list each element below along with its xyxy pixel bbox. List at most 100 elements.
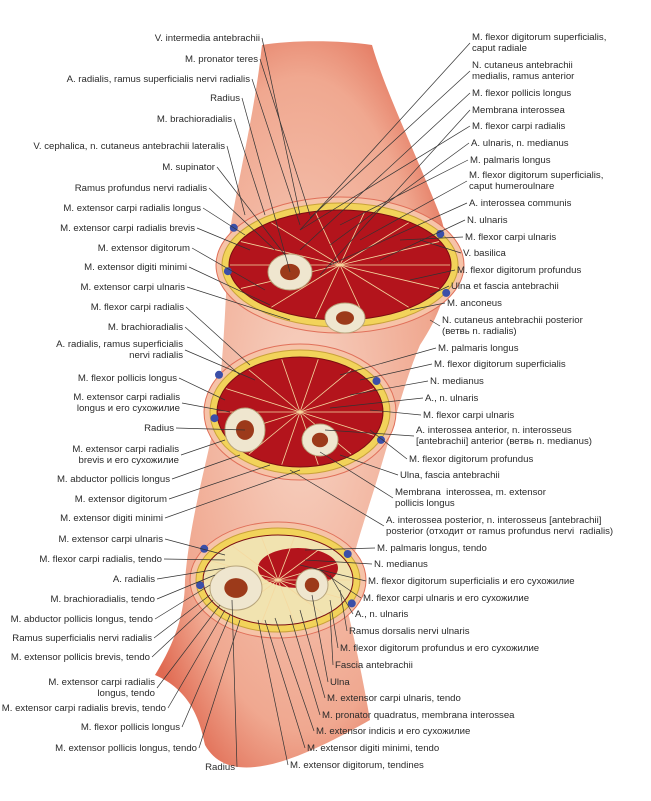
leader-line (409, 302, 446, 311)
right-label: M. flexor digitorum superficialis и его … (368, 575, 575, 587)
leader-line (164, 469, 301, 519)
leader-line (156, 567, 226, 580)
leader-line (429, 285, 450, 296)
left-label: M. flexor carpi radialis (90, 301, 184, 313)
leader-line (299, 609, 326, 699)
right-label: Ulna, fascia antebrachii (400, 469, 500, 481)
leader-line (289, 469, 385, 527)
right-label: M. palmaris longus, tendo (377, 542, 487, 554)
leader-line (369, 409, 422, 416)
right-label: Ramus dorsalis nervi ulnaris (349, 625, 470, 637)
leader-line (369, 429, 408, 460)
left-label: M. flexor pollicis longus (77, 372, 177, 384)
leader-line (429, 319, 441, 327)
left-label: M. extensor pollicis longus, tendo (55, 742, 197, 754)
right-label: N. cutaneus antebrachii posterior (ветвь… (442, 315, 583, 337)
right-label: M. flexor carpi radialis (472, 120, 566, 132)
leader-line (185, 306, 251, 366)
right-label: M. extensor digiti minimi, tendo (307, 742, 440, 754)
left-label: M. extensor carpi ulnaris (58, 533, 163, 545)
left-label: A. radialis, ramus superficialis nervi r… (66, 73, 250, 85)
leader-line (259, 58, 311, 216)
right-label: A. interossea posterior, n. interosseus … (386, 515, 614, 537)
right-label: M. flexor carpi ulnaris (465, 231, 557, 243)
left-label: M. extensor carpi radialis brevis (60, 222, 195, 234)
right-label: Membrana interossea, m. extensor pollici… (395, 487, 546, 509)
left-label: A. radialis (112, 573, 155, 585)
leader-line (226, 145, 246, 216)
left-label: M. brachioradialis, tendo (50, 593, 155, 605)
leader-line (171, 454, 241, 480)
leader-line (409, 269, 456, 281)
leader-line (339, 347, 437, 376)
cross-section-1 (215, 196, 465, 334)
leader-line (304, 547, 376, 551)
left-label: V. cephalica, n. cutaneus antebrachii la… (33, 140, 225, 152)
right-label: A. interossea anterior, n. interosseus [… (416, 425, 592, 447)
leader-line (168, 464, 271, 500)
leader-line (180, 439, 226, 456)
leader-line (339, 589, 348, 632)
left-label: M. abductor pollicis longus (56, 473, 170, 485)
right-label: M. flexor pollicis longus (472, 87, 572, 99)
leader-line (241, 97, 291, 273)
leader-line (188, 266, 271, 306)
right-label: Membrana interossea (472, 104, 565, 116)
leader-line (151, 599, 214, 658)
leader-line (178, 377, 226, 401)
right-label: N. cutaneus antebrachii medialis, ramus … (472, 60, 575, 82)
left-label: Radius (144, 422, 174, 434)
left-label: M. extensor carpi radialis brevis и его … (72, 444, 179, 466)
leader-line (191, 247, 266, 291)
right-label: M. flexor digitorum superficialis, caput… (472, 32, 607, 54)
leader-line (319, 451, 394, 499)
leader-line (329, 202, 468, 266)
leader-line (257, 619, 289, 766)
leader-line (311, 594, 329, 683)
leader-line (309, 70, 471, 219)
leader-line (208, 187, 276, 251)
left-label: M. extensor carpi radialis longus и его … (73, 392, 180, 414)
leader-line (167, 609, 226, 709)
left-label: V. intermedia antebrachii (154, 32, 260, 44)
leader-line (251, 78, 301, 226)
leader-line (156, 604, 221, 689)
left-label: M. extensor carpi radialis longus (63, 202, 201, 214)
leader-line (324, 429, 415, 437)
left-label: Radius (205, 761, 235, 773)
leader-line (156, 574, 216, 600)
leader-line (289, 614, 321, 716)
leader-line (181, 614, 231, 728)
left-label: Radius (210, 92, 240, 104)
right-label: M. pronator quadratus, membrana inteross… (322, 709, 515, 721)
leader-line (261, 37, 301, 216)
right-label: M. flexor digitorum profundus и его сухо… (340, 642, 540, 654)
right-label: M. anconeus (447, 297, 502, 309)
right-label: M. flexor carpi ulnaris и его сухожилие (363, 592, 530, 604)
leader-line (186, 286, 291, 321)
left-label: M. extensor pollicis brevis, tendo (10, 651, 150, 663)
right-label: M. palmaris longus (438, 342, 519, 354)
leader-line (329, 611, 334, 666)
left-label: M. extensor carpi radialis longus, tendo (48, 677, 155, 699)
leader-line (184, 349, 256, 381)
leader-line (419, 239, 462, 254)
leader-line (202, 207, 246, 236)
right-label: M. flexor digitorum profundus (457, 264, 582, 276)
right-label: A. interossea communis (469, 197, 572, 209)
right-label: M. extensor indicis и его сухожилие (316, 725, 471, 737)
leader-line (233, 118, 266, 216)
right-label: M. extensor digitorum, tendines (290, 759, 424, 771)
leader-line (329, 599, 339, 649)
right-label: A., n. ulnaris (355, 608, 409, 620)
right-label: M. flexor digitorum superficialis (434, 358, 566, 370)
left-label: M. pronator teres (184, 53, 258, 65)
leader-line (304, 559, 373, 565)
leader-line (359, 363, 433, 381)
left-label: M. extensor digitorum (97, 242, 190, 254)
leader-line (154, 584, 211, 620)
right-label: M. flexor digitorum profundus (409, 453, 534, 465)
right-label: N. ulnaris (467, 214, 508, 226)
left-label: Ramus profundus nervi radialis (74, 182, 207, 194)
